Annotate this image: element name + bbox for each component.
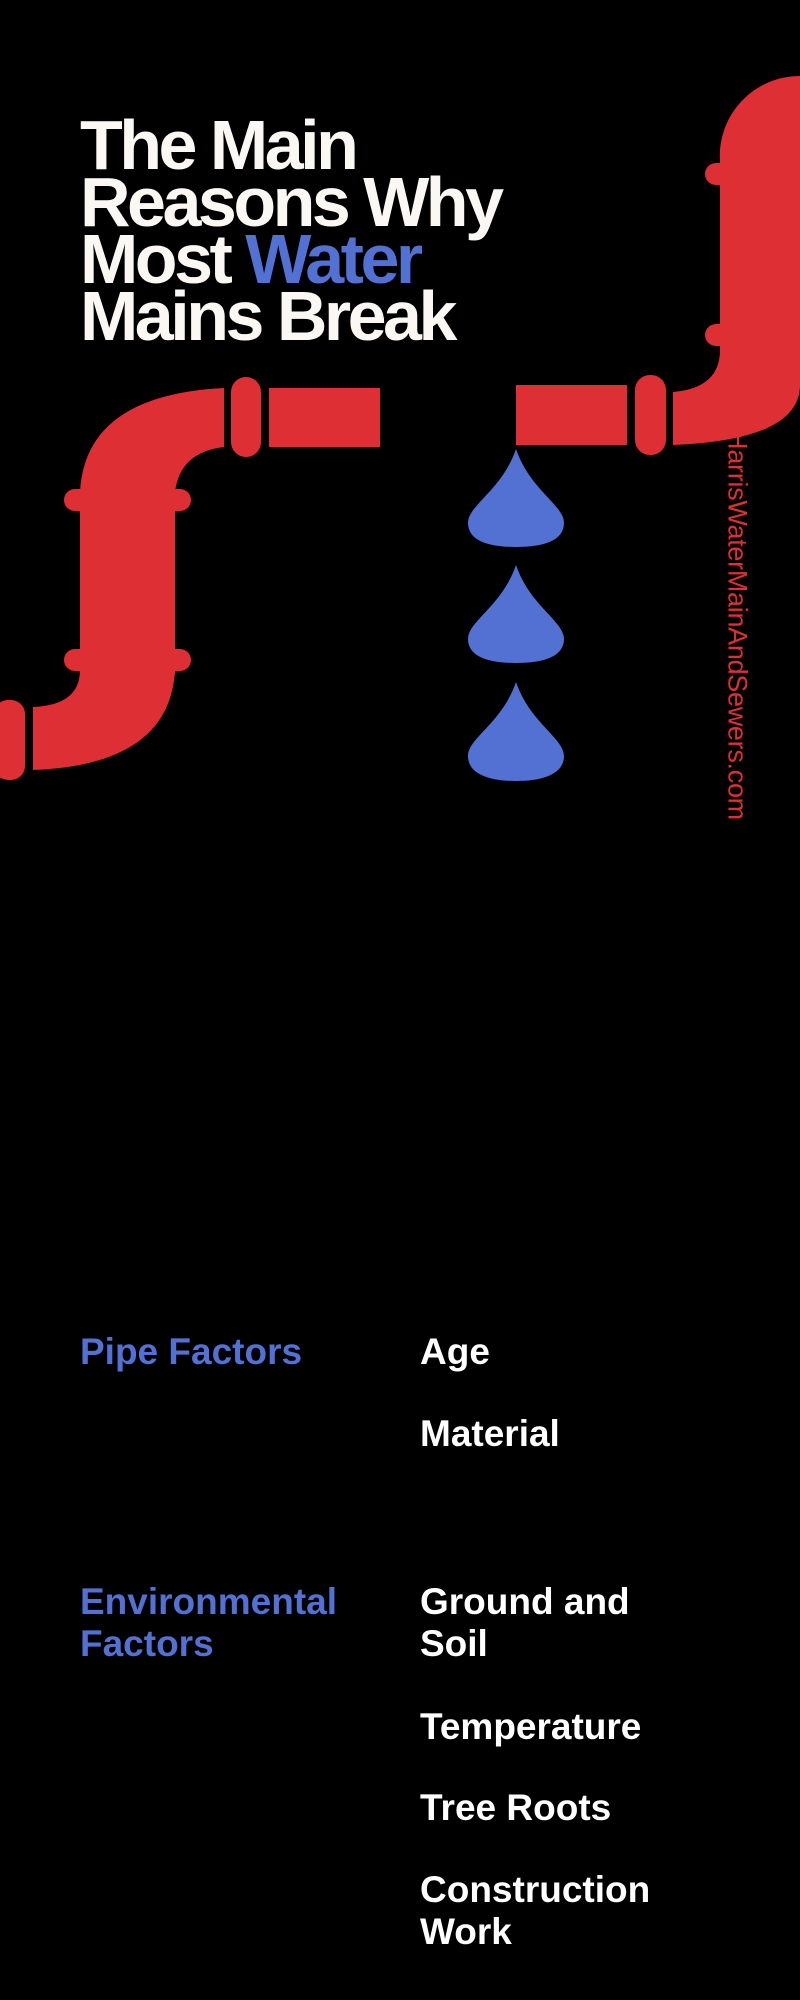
right-pipe-horizontal [516, 385, 627, 445]
water-drop-icon [468, 682, 564, 781]
water-drop-icon [468, 449, 564, 547]
left-pipe-horizontal [269, 388, 380, 447]
right-pipe [516, 75, 800, 455]
right-pipe-vertical [720, 160, 800, 350]
left-pipe-flange-end [0, 700, 25, 780]
title-line-4: Mains Break [80, 277, 457, 355]
title-line-1: The Main [80, 106, 359, 184]
factor-item: Material [420, 1413, 560, 1454]
left-pipe-flange-bottom [64, 649, 191, 671]
water-drop-icon [468, 565, 564, 663]
right-pipe-flange-vertical [635, 375, 666, 455]
right-pipe-flange-top [705, 163, 800, 185]
factor-item: Tree Roots [420, 1787, 612, 1828]
factor-item: Age [420, 1331, 490, 1372]
title-accent-word: Water [245, 220, 423, 298]
factor-item: Temperature [420, 1706, 642, 1747]
left-pipe-flange-vertical [231, 377, 261, 457]
category-pipe-factors: Pipe Factors [80, 1331, 303, 1372]
left-pipe-bottom-elbow [33, 670, 175, 770]
category-environmental-factors: Environmental Factors [80, 1581, 337, 1664]
title-line-3-prefix: Most [80, 220, 246, 298]
page-title: The Main Reasons Why Most Water Mains Br… [80, 106, 504, 355]
pipes-illustration [0, 75, 800, 781]
factor-item: Ground and Soil [420, 1581, 630, 1664]
left-pipe-top-elbow [80, 388, 224, 492]
right-pipe-bottom-elbow [673, 350, 800, 445]
title-line-2: Reasons Why [80, 163, 504, 241]
right-pipe-top-elbow [719, 75, 800, 162]
title-line-3: Most Water [80, 224, 501, 294]
left-pipe-vertical [80, 505, 175, 675]
website-url: HarrisWaterMainAndSewers.com [722, 430, 753, 820]
left-pipe [0, 377, 380, 780]
factor-item: Construction Work [420, 1869, 651, 1952]
water-drops [468, 449, 564, 781]
right-pipe-flange-bottom [705, 324, 800, 346]
